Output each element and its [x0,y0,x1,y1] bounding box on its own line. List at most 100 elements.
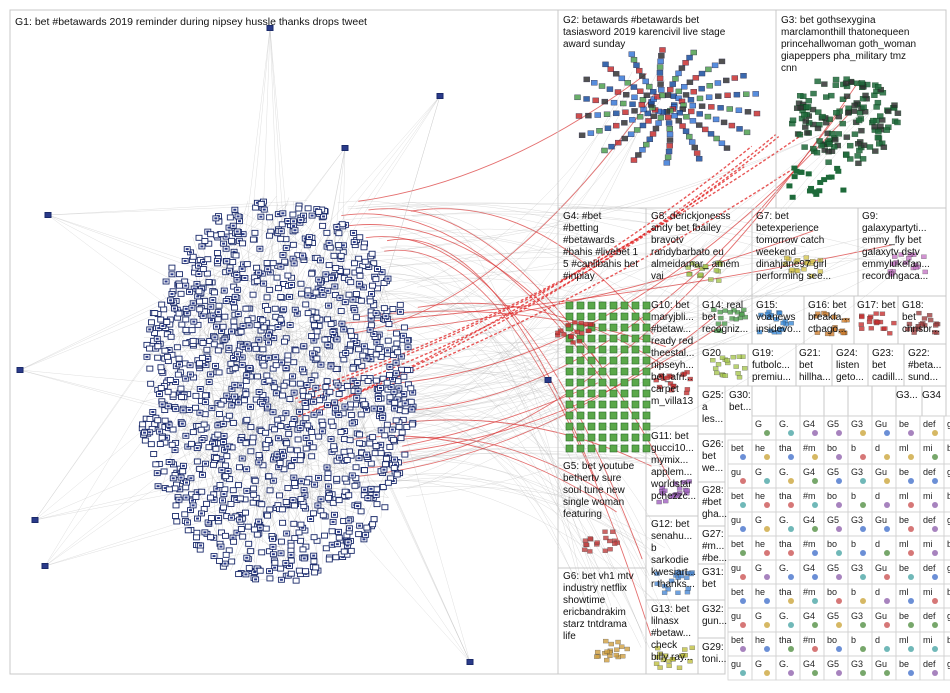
g1-node [286,431,292,436]
g1-node [408,386,414,391]
g1-node-fill [196,295,199,297]
small-group-node [788,502,794,508]
group-node [723,374,728,378]
g1-node-fill [242,325,245,327]
g1-node-fill [180,477,183,479]
g1-node-fill [233,384,236,386]
g1-node-fill [280,552,283,554]
g1-node [148,442,154,447]
g4-node [610,313,617,320]
g4-node [621,412,628,419]
g1-node-fill [221,499,224,501]
small-group-cell-label: ml [899,443,909,453]
g1-node [252,478,258,483]
g1-node [278,294,284,299]
g2-node [651,114,657,119]
small-group-cell-label: tha [779,491,792,501]
g1-node-fill [145,356,148,358]
g1-node [303,302,309,307]
small-group-node [860,478,866,484]
g1-node [176,356,182,361]
g1-node-fill [266,406,269,408]
group-label-g10: G10: bet maryjbli... #betaw... ready red… [651,300,699,408]
g1-node-fill [223,339,226,341]
g1-node [223,552,229,557]
small-group-node [812,670,818,676]
g3-node [847,143,853,148]
small-group-node [932,646,938,652]
g1-node-fill [182,465,185,467]
g1-node-fill [182,409,185,411]
small-group-cell-label: he [755,443,765,453]
g1-node [284,441,290,446]
g4-node [610,412,617,419]
g1-node [331,253,337,258]
g1-node [174,519,180,524]
g2-node [679,66,685,71]
g1-node [265,513,271,518]
small-group-node [764,622,770,628]
small-group-node [908,478,914,484]
g4-node [632,302,639,309]
g1-node [246,566,252,571]
g3-node [829,131,835,136]
g2-node [697,111,703,116]
g4-node [588,390,595,397]
g2-node [681,84,687,89]
g3-node [877,114,883,119]
g1-node-fill [407,346,410,348]
g4-node [588,346,595,353]
small-group-node [812,478,818,484]
small-group-cell-label: Gu [875,419,887,429]
g1-node [233,253,239,258]
outer-node [32,518,38,523]
g1-node-fill [165,281,168,283]
g1-node [291,503,297,508]
g1-node-fill [356,382,359,384]
g4-node [588,445,595,452]
g1-node [215,348,221,353]
g1-node-fill [381,417,384,419]
g1-node-fill [189,477,192,479]
g1-node-fill [311,215,314,217]
small-group-cell-label: G. [779,467,789,477]
g1-node-fill [199,388,202,390]
g2-node [667,143,673,148]
small-group-node [932,502,938,508]
group-node [713,367,718,371]
group-node [869,326,874,330]
g1-node-fill [208,381,211,383]
g1-node-fill [275,392,278,394]
g1-node-fill [301,368,304,370]
g1-node-fill [388,401,391,403]
small-group-cell-label: G3 [851,659,863,669]
g1-node [305,311,311,316]
g1-node [230,488,236,493]
g1-node [288,571,294,576]
g1-node-fill [353,241,356,243]
g1-node-fill [238,519,241,521]
g1-node-fill [185,482,188,484]
g3-node [832,137,838,142]
g1-node-fill [402,393,405,395]
g1-node [254,374,260,379]
g2-node [686,134,692,139]
small-group-node [860,430,866,436]
g1-node [258,201,264,206]
g1-node-fill [318,411,321,413]
small-group-node [860,598,866,604]
g1-node [387,372,393,377]
g1-node [167,377,173,382]
group-label-g26: G26: bet we... [702,439,728,475]
g1-node-fill [370,293,373,295]
g1-node [183,317,189,322]
g4-node [632,401,639,408]
g1-node-fill [189,364,192,366]
g1-node-fill [196,491,199,493]
g1-node [256,453,262,458]
g1-node-fill [168,424,171,426]
g3-node [870,118,876,123]
group-node [572,320,577,324]
g1-node [405,368,411,373]
g1-node-fill [379,387,382,389]
